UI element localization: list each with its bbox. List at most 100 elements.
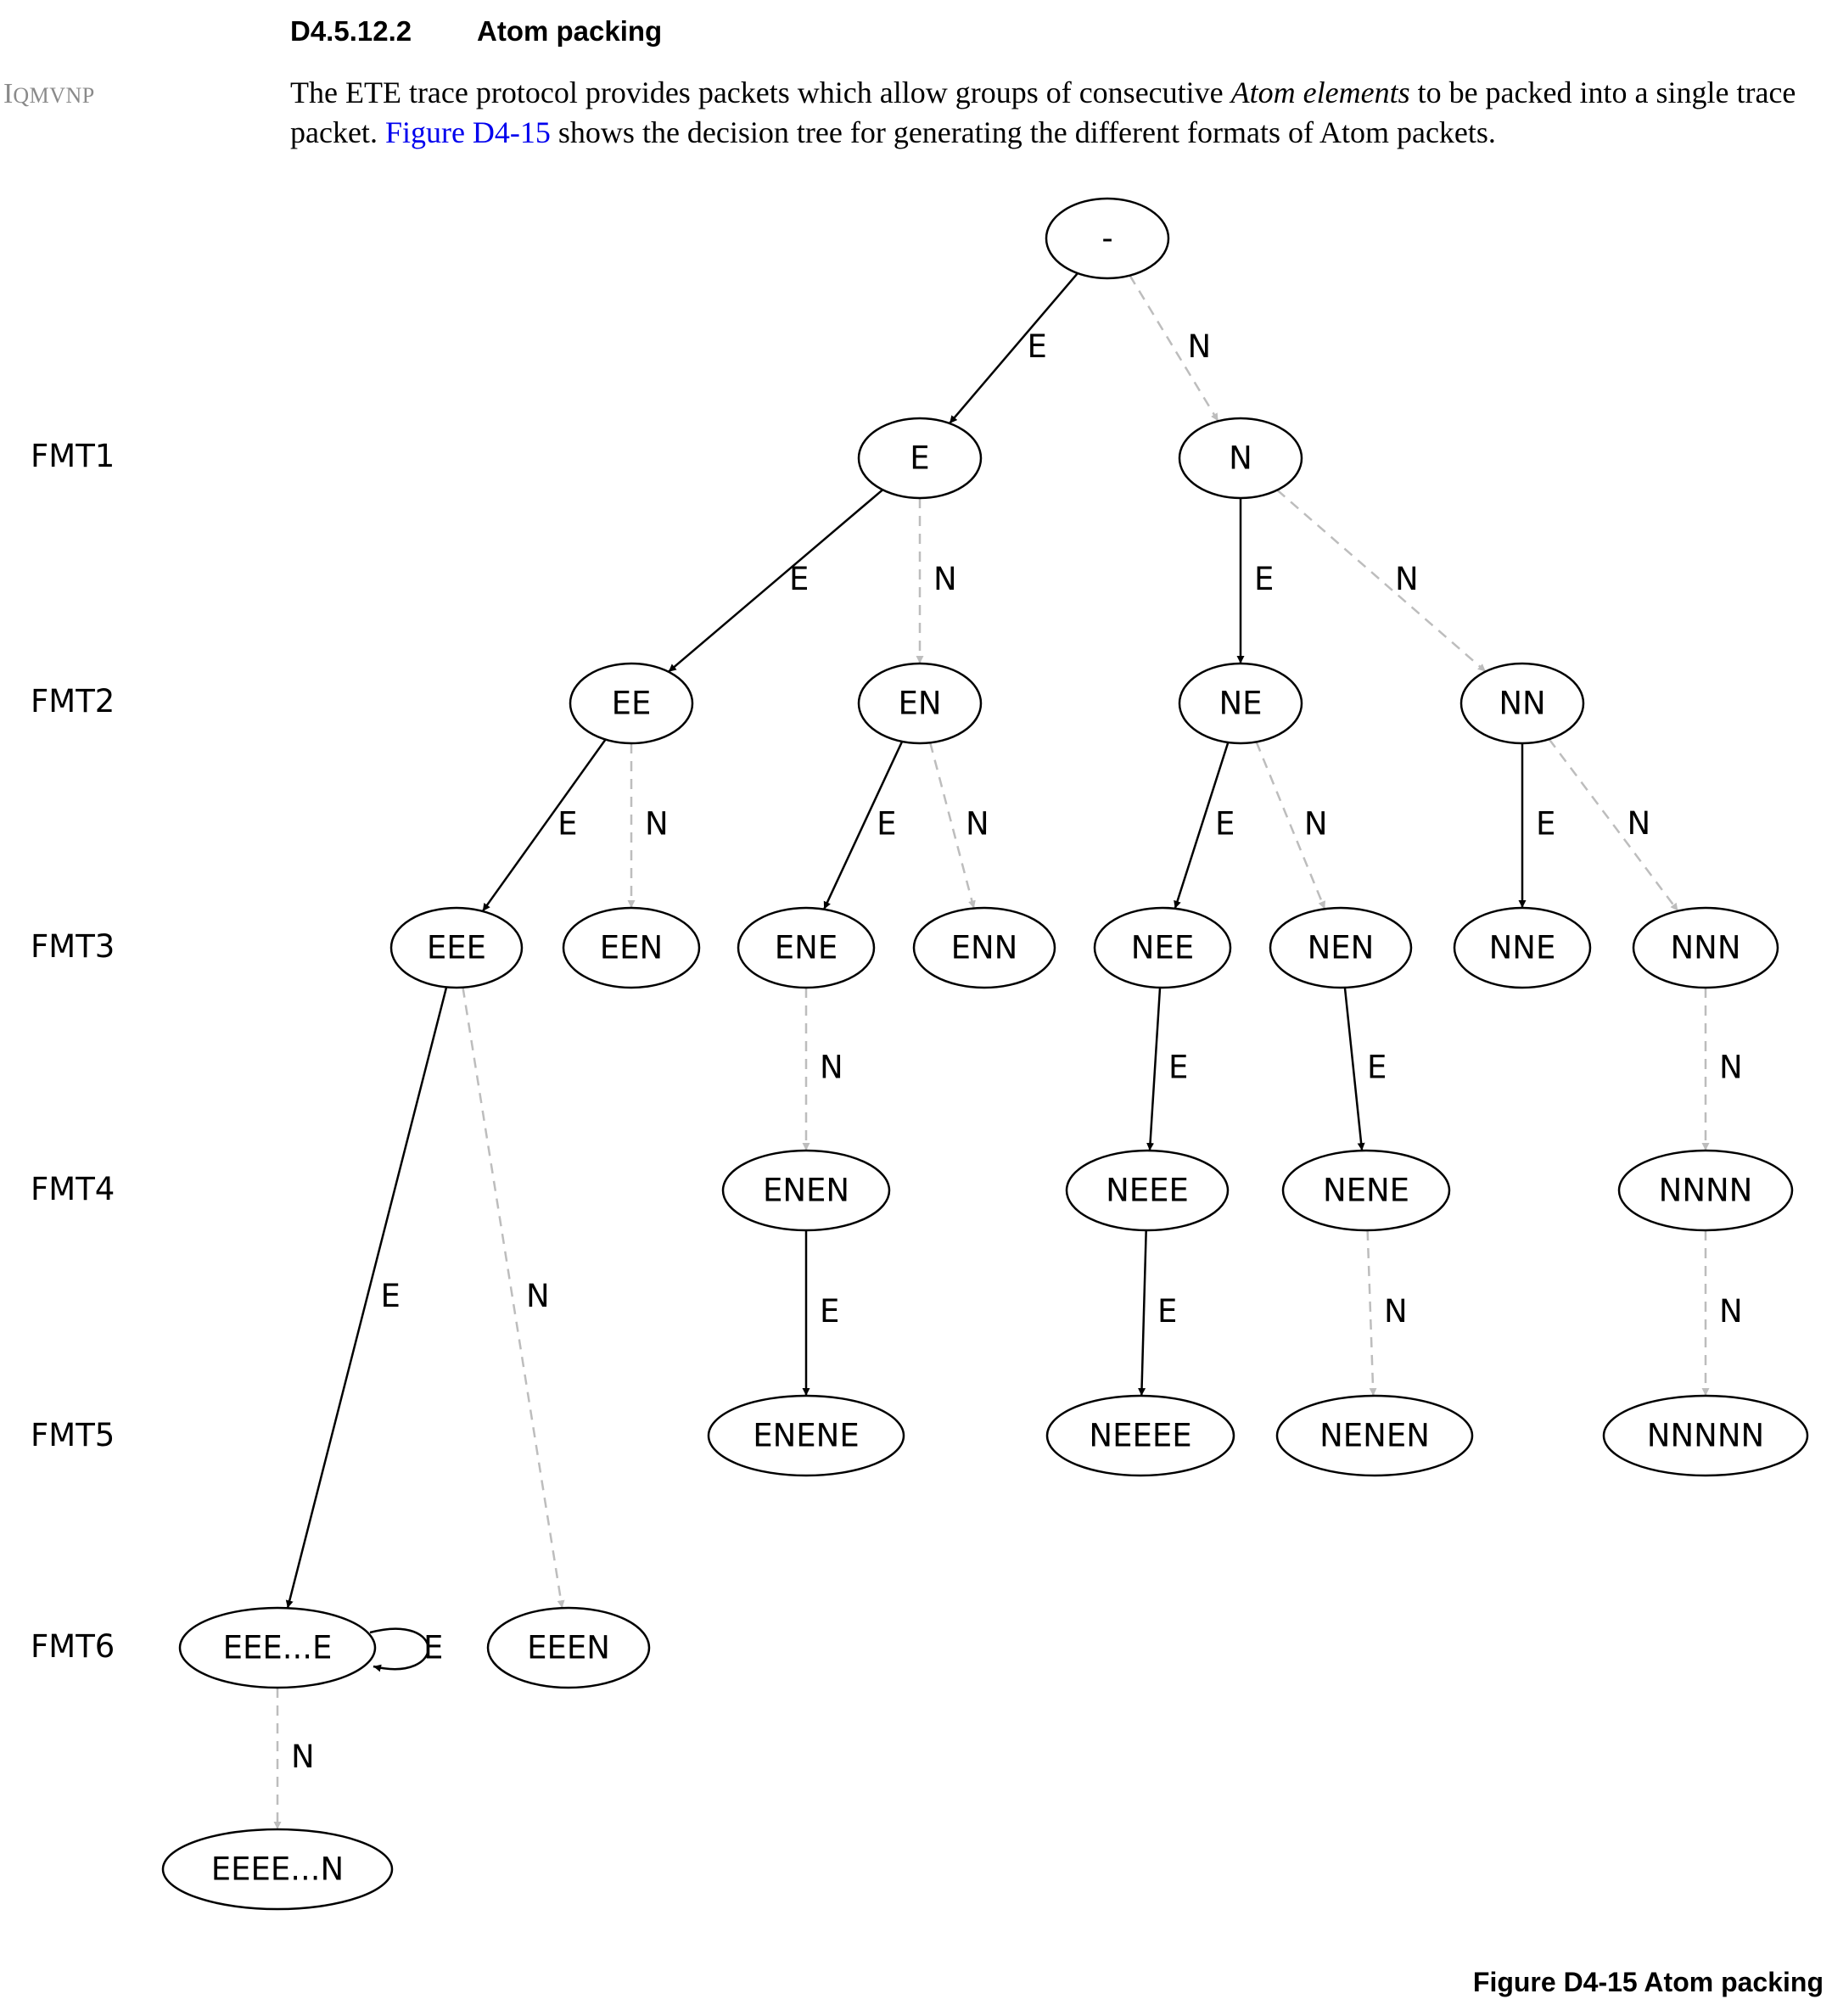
edge-line xyxy=(369,1627,429,1672)
tree-node-NENE: NENE xyxy=(1281,1149,1451,1232)
node-label: N xyxy=(1229,440,1252,477)
paragraph-text-3: shows the decision tree for generating t… xyxy=(550,115,1496,149)
edge-EN-to-ENE: E xyxy=(822,741,904,910)
node-label: NN xyxy=(1499,686,1545,722)
edge-label: E xyxy=(1254,561,1274,597)
paragraph-text-1: The ETE trace protocol provides packets … xyxy=(290,76,1231,109)
node-ellipse xyxy=(1045,1394,1235,1477)
node-ellipse xyxy=(1178,662,1303,745)
node-label: ENENE xyxy=(753,1418,860,1454)
tree-node-root: - xyxy=(1045,197,1170,280)
edge-line xyxy=(949,272,1078,424)
edge-line xyxy=(1138,1229,1147,1397)
node-ellipse xyxy=(1281,1149,1451,1232)
edge-label: E xyxy=(820,1293,839,1330)
edge-label: E xyxy=(1215,805,1235,842)
edge-label: E xyxy=(1536,806,1555,843)
paragraph-text-2: to be packed into a single trace packet. xyxy=(290,76,1796,149)
node-ellipse xyxy=(1453,906,1592,989)
tree-node-NE: NE xyxy=(1178,662,1303,745)
edge-line xyxy=(481,738,607,912)
node-ellipse xyxy=(569,662,694,745)
edge-EEE-to-EEEdotsE: E xyxy=(285,987,448,1609)
edge-line xyxy=(1343,987,1365,1151)
edge-NENE-to-NENEN: N xyxy=(1366,1229,1408,1397)
node-ellipse xyxy=(857,662,983,745)
edge-label: N xyxy=(645,806,669,843)
node-label: EE xyxy=(612,686,652,722)
tree-node-ENN: ENN xyxy=(912,906,1056,989)
node-label: - xyxy=(1101,221,1112,257)
tree-node-EEN: EEN xyxy=(562,906,701,989)
node-label: NEN xyxy=(1308,930,1375,966)
edge-EE-to-EEN: N xyxy=(627,743,669,908)
edge-label: E xyxy=(381,1278,401,1314)
edge-line xyxy=(285,987,448,1609)
node-label: ENE xyxy=(775,930,838,966)
edge-label: N xyxy=(1384,1293,1408,1330)
format-label-1: FMT1 xyxy=(31,438,115,474)
tree-node-EEEdotsE: EEE...E xyxy=(178,1606,377,1689)
node-label: NEEE xyxy=(1106,1173,1189,1209)
node-label: ENEN xyxy=(763,1173,849,1209)
node-ellipse xyxy=(1065,1149,1230,1232)
edge-line xyxy=(462,987,565,1609)
edge-NEEE-to-NEEEE: E xyxy=(1138,1229,1177,1397)
edge-line xyxy=(929,742,976,909)
node-ellipse xyxy=(721,1149,891,1232)
edge-line xyxy=(822,741,904,910)
paragraph-italic-term: Atom elements xyxy=(1230,76,1410,109)
node-ellipse xyxy=(1275,1394,1474,1477)
edge-label: E xyxy=(557,805,577,842)
figure-caption: Figure D4-15 Atom packing xyxy=(1472,1967,1824,1997)
format-label-3: FMT3 xyxy=(31,928,115,965)
figure-link[interactable]: Figure D4-15 xyxy=(384,115,551,149)
node-label: EEEN xyxy=(527,1630,610,1666)
node-ellipse xyxy=(857,417,983,500)
node-label: NNNNN xyxy=(1647,1418,1764,1454)
node-ellipse xyxy=(486,1606,651,1689)
node-label: NE xyxy=(1219,686,1262,722)
tree-node-NNN: NNN xyxy=(1632,906,1779,989)
edge-NNNN-to-NNNNN: N xyxy=(1701,1230,1743,1396)
edge-NNN-to-NNNN: N xyxy=(1701,988,1743,1151)
tree-node-EE: EE xyxy=(569,662,694,745)
node-ellipse xyxy=(1269,906,1413,989)
edge-label: N xyxy=(933,561,957,597)
edge-NEN-to-NENE: E xyxy=(1343,987,1387,1151)
format-label-6: FMT6 xyxy=(31,1628,115,1665)
tree-node-ENEN: ENEN xyxy=(721,1149,891,1232)
format-label-4: FMT4 xyxy=(31,1171,115,1207)
node-label: EEE...E xyxy=(223,1630,333,1666)
edge-label: N xyxy=(1395,561,1419,597)
tree-node-ENENE: ENENE xyxy=(707,1394,905,1477)
edge-line xyxy=(1276,489,1487,673)
edge-label: E xyxy=(1028,328,1047,365)
node-ellipse xyxy=(1045,197,1170,280)
tree-node-ENE: ENE xyxy=(737,906,876,989)
node-ellipse xyxy=(178,1606,377,1689)
node-label: NNNN xyxy=(1659,1173,1753,1209)
node-ellipse xyxy=(389,906,524,989)
node-ellipse xyxy=(1178,417,1303,500)
tree-node-EEEN: EEEN xyxy=(486,1606,651,1689)
tree-node-NEN: NEN xyxy=(1269,906,1413,989)
edge-label: E xyxy=(789,561,809,597)
edge-label: E xyxy=(1168,1049,1188,1085)
node-ellipse xyxy=(912,906,1056,989)
edge-NEE-to-NEEE: E xyxy=(1146,987,1188,1151)
edge-label: N xyxy=(291,1739,315,1775)
node-ellipse xyxy=(562,906,701,989)
tree-node-NNE: NNE xyxy=(1453,906,1592,989)
edge-ENEN-to-ENENE: E xyxy=(802,1230,839,1396)
node-label: EEE xyxy=(427,930,486,966)
edge-label: N xyxy=(1719,1293,1743,1330)
node-ellipse xyxy=(1459,662,1585,745)
node-label: NEEEE xyxy=(1089,1418,1191,1454)
edge-line xyxy=(1146,987,1162,1151)
edge-NE-to-NEN: N xyxy=(1255,741,1328,910)
edge-EN-to-ENN: N xyxy=(929,742,989,909)
